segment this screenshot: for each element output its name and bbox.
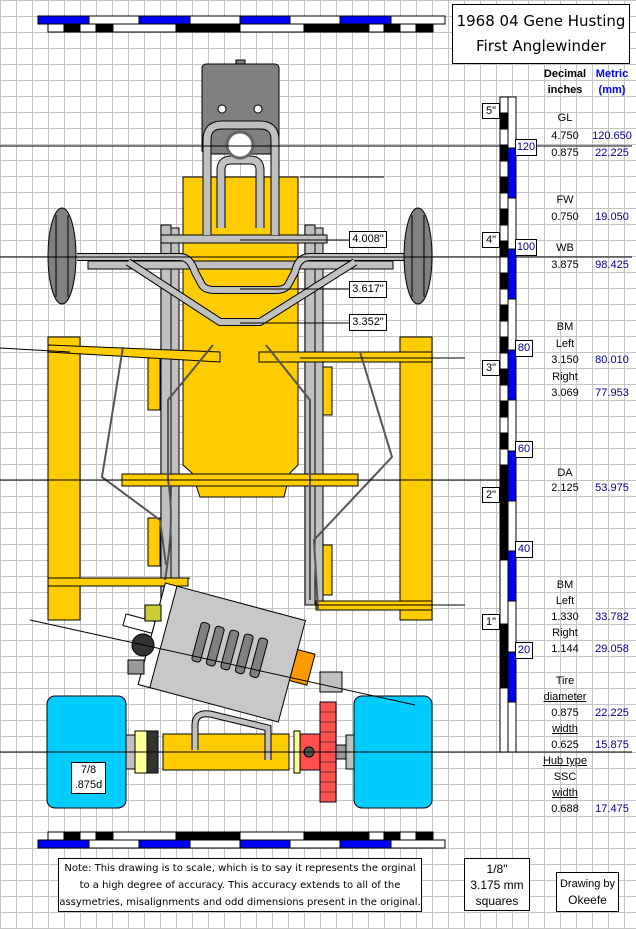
measurement-metric: 98.425: [595, 259, 629, 271]
measurement-label: BM: [556, 321, 574, 333]
measurement-decimal: 3.150: [551, 354, 579, 366]
measurement-metric: 15.875: [595, 739, 629, 751]
tire-size-label: 7/8 .875d: [71, 762, 106, 794]
ruler: [499, 96, 517, 753]
ruler-mm-label: 80: [515, 340, 533, 357]
tire-size-decimal: .875d: [74, 779, 103, 791]
top-scale-bar: [37, 15, 446, 33]
measurement-decimal: 4.750: [551, 130, 579, 142]
scale-fraction: 1/8": [486, 862, 508, 876]
ruler-mm-label: 40: [515, 541, 533, 558]
reference-lines: [0, 145, 632, 753]
measurement-decimal: 1.144: [551, 643, 579, 655]
measurement-decimal: 3.069: [551, 387, 579, 399]
measurement-label: Tire: [555, 675, 575, 687]
ruler-inch-label: 2": [482, 487, 500, 503]
title-line-1: 1968 04 Gene Husting: [456, 12, 626, 30]
measurement-decimal: 1.330: [551, 611, 579, 623]
note-line: assymetries, misalignments and odd dimen…: [59, 897, 421, 908]
dimension-label: 3.352": [349, 314, 387, 331]
decimal-header-label: Decimal: [543, 68, 587, 80]
dimension-label: 3.617": [349, 281, 387, 298]
drawing-title: 1968 04 Gene Husting First Anglewinder: [452, 4, 630, 64]
credit-box: Drawing by Okeefe: [556, 872, 619, 912]
ruler-inch-label: 1": [482, 614, 500, 630]
measurement-decimal: 2.125: [551, 482, 579, 494]
metric-header-label: Metric: [595, 68, 629, 80]
guide-bracket: [201, 59, 280, 235]
scale-mm: 3.175 mm: [470, 878, 524, 892]
measurement-label: width: [552, 723, 578, 735]
credit-author: Okeefe: [568, 893, 607, 907]
decimal-header-sub: inches: [547, 84, 583, 96]
measurement-label: SSC: [553, 771, 577, 783]
dimension-label: 4.008": [349, 231, 387, 248]
measurement-label: BM: [556, 579, 574, 591]
measurement-decimal: 0.688: [551, 803, 579, 815]
ruler-mm-label: 60: [515, 441, 533, 458]
measurement-decimal: 0.750: [551, 211, 579, 223]
measurement-metric: 22.225: [595, 147, 629, 159]
measurement-label: width: [552, 787, 578, 799]
metric-header: Metric (mm): [588, 66, 636, 98]
measurement-label: Left: [555, 595, 575, 607]
measurement-metric: 77.953: [595, 387, 629, 399]
side-pans: [47, 336, 433, 621]
measurement-label: FW: [556, 194, 574, 206]
measurement-decimal: 0.875: [551, 707, 579, 719]
note-line: to a high degree of accuracy. This accur…: [79, 880, 401, 891]
measurement-metric: 53.975: [595, 482, 629, 494]
credit-label: Drawing by: [559, 878, 616, 890]
center-pan: [182, 176, 299, 498]
ruler-inch-label: 4": [482, 232, 500, 248]
ruler-mm-label: 20: [515, 642, 533, 659]
scale-unit: squares: [475, 894, 519, 908]
measurement-metric: 29.058: [595, 643, 629, 655]
measurement-label: Right: [552, 371, 578, 383]
measurement-label: Hub type: [542, 755, 588, 767]
decimal-header: Decimal inches: [540, 66, 590, 98]
measurement-label: diameter: [543, 691, 587, 703]
note-line: Note: This drawing is to scale, which is…: [64, 863, 416, 874]
motor: [122, 582, 316, 723]
measurement-decimal: 3.875: [551, 259, 579, 271]
tire-size-fraction: 7/8: [80, 764, 97, 776]
grid-scale-box: 1/8" 3.175 mm squares: [464, 858, 530, 911]
measurement-label: GL: [557, 112, 573, 124]
measurement-metric: 120.650: [592, 130, 632, 142]
measurement-decimal: 0.875: [551, 147, 579, 159]
measurement-label: DA: [557, 467, 573, 479]
ruler-inch-label: 3": [482, 360, 500, 376]
measurement-label: Right: [552, 627, 578, 639]
bottom-scale-bar: [37, 831, 446, 849]
metric-header-sub: (mm): [598, 84, 626, 96]
ruler-inch-label: 5": [482, 103, 500, 119]
measurement-metric: 22.225: [595, 707, 629, 719]
title-line-2: First Anglewinder: [476, 37, 606, 55]
ruler-mm-label: 120: [515, 139, 537, 156]
ruler-mm-label: 100: [515, 239, 537, 256]
front-axle: [47, 207, 433, 326]
measurement-metric: 80.010: [595, 354, 629, 366]
measurement-metric: 33.782: [595, 611, 629, 623]
scale-note: Note: This drawing is to scale, which is…: [58, 858, 422, 912]
measurement-decimal: 0.625: [551, 739, 579, 751]
measurement-label: WB: [556, 242, 574, 254]
measurement-metric: 19.050: [595, 211, 629, 223]
measurement-metric: 17.475: [595, 803, 629, 815]
measurement-label: Left: [555, 338, 575, 350]
